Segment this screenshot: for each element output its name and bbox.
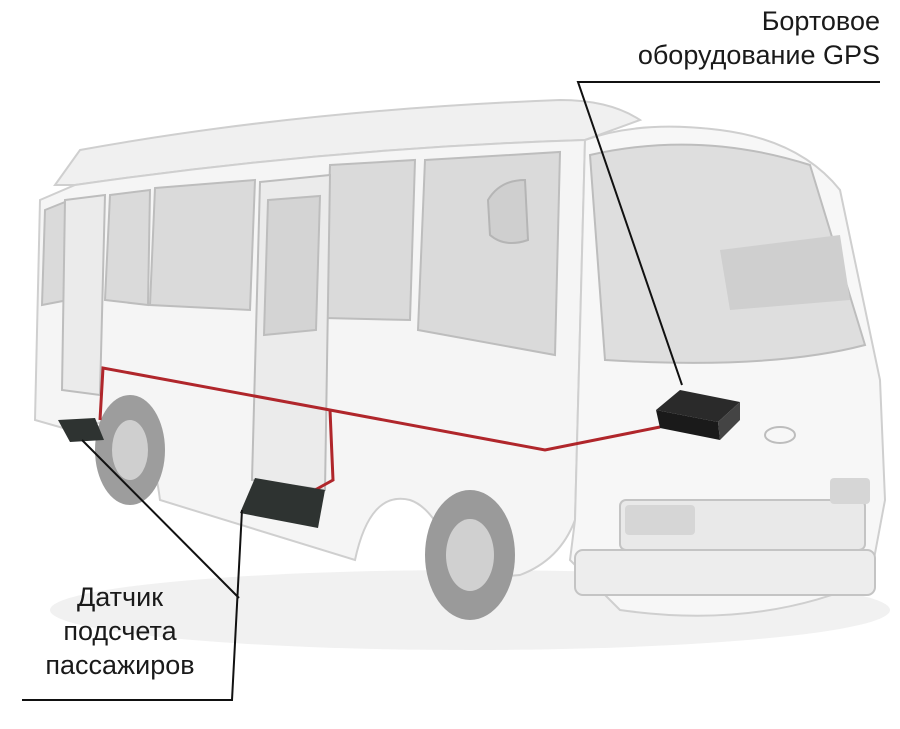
window — [103, 188, 152, 307]
doors — [60, 173, 332, 492]
headlight-left — [625, 505, 695, 535]
front-wheel-hub — [446, 519, 494, 591]
window — [148, 178, 257, 312]
passenger-sensor-label-line: Датчик — [76, 582, 164, 612]
wheels — [95, 395, 515, 620]
leader-line-gps — [576, 81, 880, 386]
gps-unit-side — [718, 402, 740, 440]
passenger-sensor-label-line: пассажиров — [45, 650, 195, 680]
front-bumper — [574, 549, 876, 596]
floor-sensor-mat-icon — [240, 478, 325, 528]
leader-line-sensor-mid — [22, 509, 243, 701]
rear-wheel-hub — [112, 420, 148, 480]
door-window — [262, 194, 322, 337]
onboard-gps-unit-icon — [656, 390, 740, 440]
gps-equipment-label-line: оборудование GPS — [637, 40, 880, 70]
gps-equipment-label: Бортовое оборудование GPS — [540, 4, 880, 72]
gps-unit-top — [656, 390, 740, 422]
gps-equipment-label-line: Бортовое — [761, 6, 880, 36]
passenger-sensor-label-line: подсчета — [63, 616, 177, 646]
floor-sensor-mat-icon — [58, 418, 104, 442]
wiring-branch-door — [314, 409, 335, 492]
headlight-right — [830, 478, 870, 504]
window — [323, 158, 417, 322]
gps-unit-front — [656, 410, 720, 440]
rear-door — [60, 193, 107, 397]
emblem — [764, 426, 796, 444]
window — [416, 150, 562, 357]
side-mirror — [486, 178, 530, 245]
leader-lines — [22, 81, 880, 701]
windshield-interior — [720, 235, 850, 310]
passenger-sensor-label: Датчик подсчета пассажиров — [20, 580, 220, 682]
leader-line-sensor-rear — [81, 439, 240, 599]
